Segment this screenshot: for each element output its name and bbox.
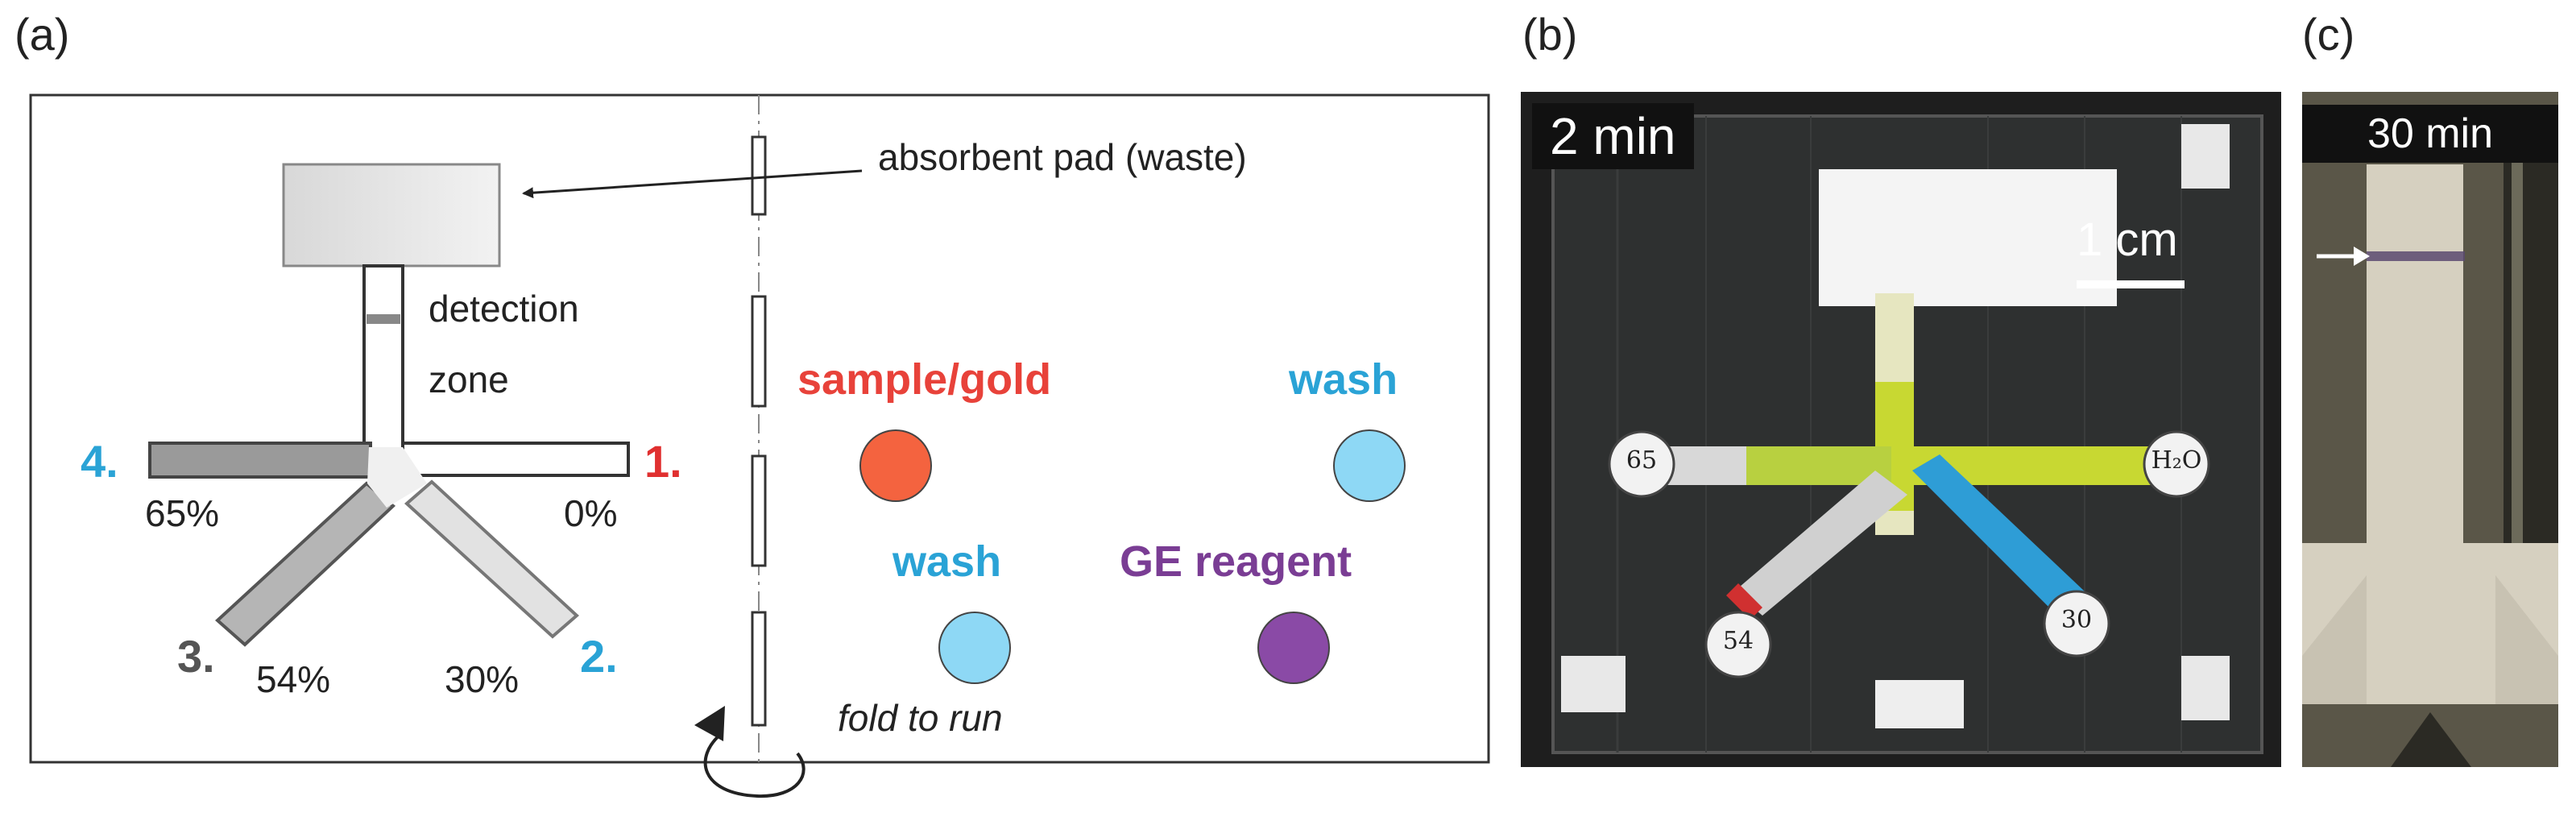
arrow-right-icon bbox=[2317, 247, 2370, 266]
reagent-dot-wash-2 bbox=[938, 612, 1011, 684]
slot bbox=[751, 611, 767, 727]
inlet-number-4: 4. bbox=[81, 436, 118, 487]
detection-line bbox=[367, 314, 400, 324]
panel-c-photo: 30 min bbox=[2302, 92, 2558, 767]
arm-1 bbox=[401, 442, 630, 477]
panel-label-a: (a) bbox=[14, 9, 70, 60]
inlet-number-1: 1. bbox=[644, 436, 682, 487]
reagent-dot-sample-gold bbox=[859, 429, 932, 502]
disc-label-65: 65 bbox=[1626, 446, 1658, 475]
absorbent-pad-label: absorbent pad (waste) bbox=[878, 136, 1247, 178]
time-label-2min: 2 min bbox=[1532, 103, 1694, 169]
reagent-label-wash-1: wash bbox=[1289, 355, 1398, 404]
panel-label-b: (b) bbox=[1522, 9, 1578, 60]
time-label-30min: 30 min bbox=[2302, 105, 2558, 163]
reagent-dot-wash-1 bbox=[1333, 429, 1406, 502]
inlet-number-3: 3. bbox=[177, 631, 215, 682]
fold-arrow-head bbox=[694, 706, 725, 741]
panel-c-photo-graphic bbox=[2302, 92, 2558, 767]
absorbent-pad bbox=[282, 163, 501, 267]
slot bbox=[751, 135, 767, 216]
reagent-dot-ge-reagent bbox=[1257, 612, 1330, 684]
arm-4 bbox=[148, 442, 372, 479]
disc-label-h2o: H₂O bbox=[2151, 446, 2202, 475]
inlet-percent-0: 0% bbox=[564, 492, 618, 534]
panel-label-c: (c) bbox=[2302, 9, 2355, 60]
arm-3 bbox=[215, 481, 396, 647]
fold-arrow-icon bbox=[703, 732, 806, 798]
slot bbox=[751, 295, 767, 408]
vertical-channel bbox=[362, 264, 404, 453]
panel-b-photo: 2 min 1 cm 65 H₂O 54 30 bbox=[1521, 92, 2281, 767]
detection-zone-label-1: detection bbox=[429, 288, 579, 330]
junction bbox=[367, 447, 427, 508]
pad-arrow bbox=[522, 169, 863, 199]
inlet-percent-65: 65% bbox=[145, 492, 220, 534]
panel-b-photo-graphic bbox=[1521, 92, 2281, 767]
scale-bar-label: 1 cm bbox=[2077, 214, 2178, 266]
panel-a-diagram bbox=[29, 93, 1490, 798]
slot bbox=[751, 454, 767, 567]
reagent-label-wash-2: wash bbox=[892, 537, 1002, 586]
reagent-label-sample-gold: sample/gold bbox=[797, 355, 1052, 404]
inlet-percent-54: 54% bbox=[256, 658, 331, 700]
reagent-label-ge-reagent: GE reagent bbox=[1120, 537, 1352, 586]
fold-to-run-label: fold to run bbox=[838, 697, 1003, 739]
disc-label-30: 30 bbox=[2060, 606, 2093, 634]
inlet-percent-30: 30% bbox=[445, 658, 520, 700]
inlet-number-2: 2. bbox=[580, 631, 618, 682]
detection-zone-label-2: zone bbox=[429, 359, 509, 400]
arm-2 bbox=[404, 479, 580, 639]
disc-label-54: 54 bbox=[1722, 627, 1754, 655]
